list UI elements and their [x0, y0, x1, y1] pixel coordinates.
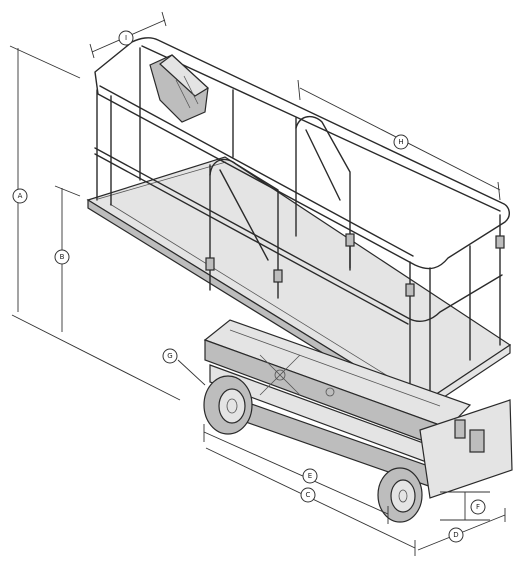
scissor-base: [203, 319, 513, 499]
svg-text:F: F: [476, 503, 480, 511]
dimension-label-i: I: [118, 30, 134, 46]
svg-text:G: G: [167, 352, 172, 360]
svg-text:I: I: [125, 34, 127, 42]
dimension-label-d: D: [448, 527, 464, 543]
guardrail: [94, 37, 510, 401]
dimension-label-c: C: [300, 487, 316, 503]
control-box: [149, 54, 209, 123]
svg-text:E: E: [308, 472, 312, 480]
rear-wheel: [203, 375, 253, 435]
svg-text:D: D: [453, 531, 458, 539]
dimension-label-a: A: [12, 188, 28, 204]
svg-text:B: B: [60, 253, 65, 261]
svg-text:H: H: [398, 138, 403, 146]
dimension-label-g: G: [162, 348, 178, 364]
dimension-label-b: B: [54, 249, 70, 265]
dimension-label-h: H: [393, 134, 409, 150]
dimension-label-e: E: [302, 468, 318, 484]
svg-text:A: A: [18, 192, 23, 200]
front-wheel: [377, 467, 423, 523]
dimension-label-f: F: [470, 499, 486, 515]
svg-text:C: C: [306, 491, 311, 499]
